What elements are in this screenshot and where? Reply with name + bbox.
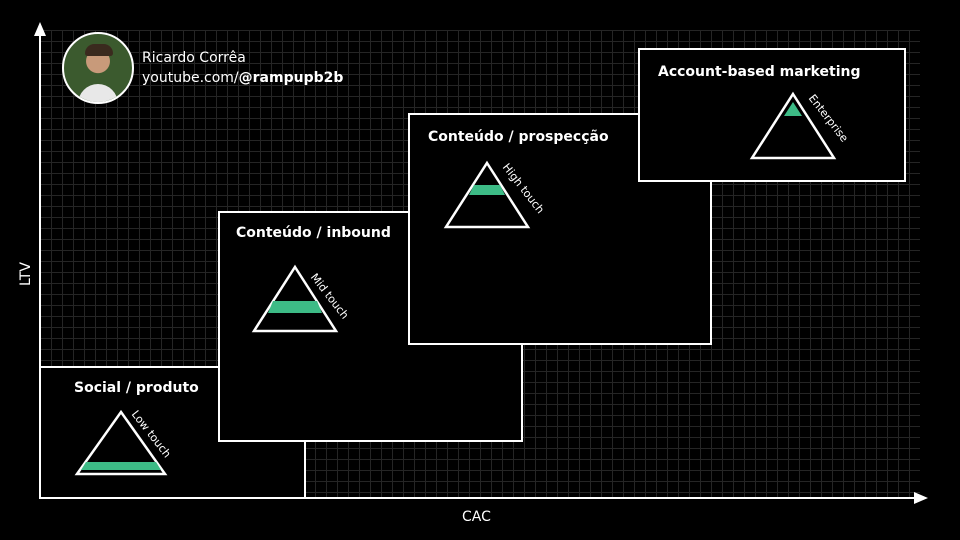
segment-box-abm: Account-based marketing Enterprise: [638, 48, 906, 182]
avatar: [62, 32, 134, 104]
pyramid-fill: [81, 462, 161, 470]
channel-handle: @rampupb2b: [238, 70, 344, 86]
y-axis-label: LTV: [18, 261, 34, 286]
x-axis-arrow: [914, 492, 928, 504]
author-name: Ricardo Corrêa: [142, 50, 246, 66]
avatar-shirt: [78, 84, 118, 102]
pyramid-mid-touch-icon: [251, 264, 339, 333]
avatar-hair: [85, 44, 113, 56]
x-axis-label: CAC: [462, 509, 491, 525]
y-axis-arrow: [34, 22, 46, 36]
pyramid-high-touch-icon: [443, 160, 531, 229]
segment-title: Conteúdo / prospecção: [428, 129, 609, 145]
pyramid-enterprise-icon: [749, 91, 837, 160]
segment-title: Conteúdo / inbound: [236, 225, 391, 241]
pyramid-fill: [784, 102, 802, 116]
segment-title: Account-based marketing: [658, 64, 861, 80]
profile-text: Ricardo Corrêa youtube.com/@rampupb2b: [142, 48, 343, 88]
pyramid-fill: [469, 185, 505, 195]
channel-link[interactable]: youtube.com/@rampupb2b: [142, 68, 343, 88]
pyramid-fill: [268, 301, 322, 313]
segment-title: Social / produto: [74, 380, 199, 396]
channel-url-prefix: youtube.com/: [142, 70, 239, 86]
pyramid-low-touch-icon: [74, 409, 168, 476]
author-profile: Ricardo Corrêa youtube.com/@rampupb2b: [62, 32, 343, 104]
